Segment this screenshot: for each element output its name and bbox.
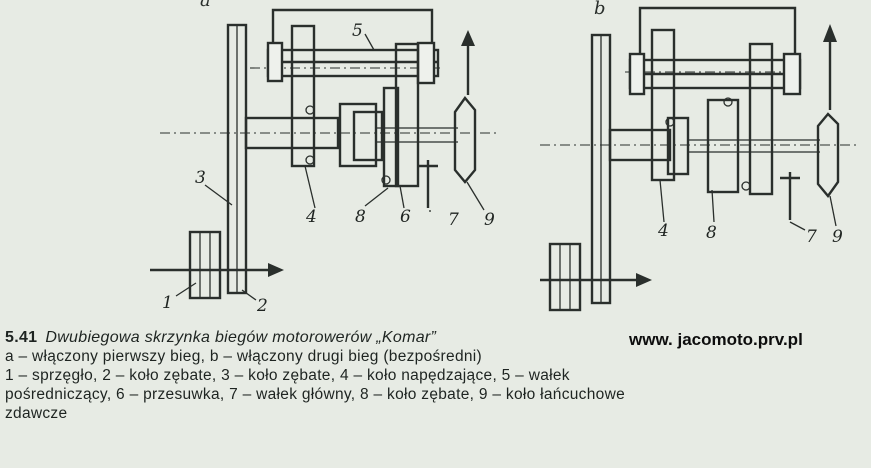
label-1: 1 [162, 293, 173, 313]
label-7-b: 7 [806, 227, 817, 247]
gear-8-bearing [381, 175, 391, 185]
caption-line-3: pośredniczący, 6 – przesuwka, 7 – wałek … [5, 386, 625, 403]
gear-8-b [706, 98, 740, 194]
main-shaft-hub-b [608, 128, 672, 162]
leader-8 [364, 187, 389, 207]
shift-collar-6 [338, 102, 378, 168]
label-4-b: 4 [657, 221, 669, 241]
leader-1 [175, 282, 197, 297]
gear-8-bearing-b2 [741, 181, 751, 191]
panel-a-label: a [200, 0, 211, 11]
input-arrow-icon [268, 263, 284, 277]
sprocket-9-b [816, 112, 840, 198]
leader-4-b [659, 179, 665, 223]
gearbox-diagram: a [150, 0, 858, 316]
gear-8 [382, 86, 400, 188]
label-3: 3 [195, 168, 206, 188]
label-9-b: 9 [832, 227, 843, 247]
shift-linkage-b [638, 6, 797, 60]
sprocket-9 [453, 96, 477, 184]
watermark-url: www. jacomoto.prv.pl [629, 330, 803, 349]
input-arrow-icon-b [636, 273, 652, 287]
label-2: 2 [256, 296, 268, 316]
leader-7-b [789, 221, 806, 231]
leader-2 [241, 289, 257, 301]
leader-9-b [829, 195, 837, 227]
label-5: 5 [352, 21, 363, 41]
panel-b: b 4 8 7 [540, 0, 858, 312]
panel-b-label: b [594, 0, 606, 19]
label-4: 4 [305, 207, 317, 227]
shift-linkage [271, 8, 434, 48]
caption-line-2: 1 – sprzęgło, 2 – koło zębate, 3 – koło … [5, 367, 570, 384]
output-arrow-icon-b [823, 24, 837, 42]
main-shaft-hub [244, 116, 340, 150]
leader-3 [204, 184, 233, 206]
shift-collar-inner [352, 110, 384, 162]
figure-number: 5.41 [5, 329, 38, 346]
shift-collar-b [666, 116, 690, 176]
leader-9 [466, 181, 485, 211]
caption-line-4: zdawcze [5, 405, 68, 422]
output-arrow-icon [461, 30, 475, 46]
caption-title-line: 5.41 Dwubiegowa skrzynka biegów motorower… [5, 328, 867, 347]
gear-4-bearing [305, 105, 315, 115]
label-7: 7 [448, 210, 459, 230]
countershaft-bearing-right [416, 41, 436, 85]
figure-caption: 5.41 Dwubiegowa skrzynka biegów motorower… [5, 328, 867, 423]
leader-4 [304, 165, 316, 209]
caption-line-1: a – włączony pierwszy bieg, b – włączony… [5, 348, 482, 365]
leader-5 [364, 33, 375, 51]
figure-title: Dwubiegowa skrzynka biegów motorowerów „… [45, 329, 437, 346]
gear-4-bearing-2 [305, 155, 315, 165]
leader-8-b [711, 189, 715, 223]
gear-4-b [650, 28, 676, 182]
countershaft-bearing-left [266, 41, 284, 83]
label-9: 9 [484, 210, 495, 230]
gear-8-bearing-b [723, 97, 733, 107]
panel-a: a [150, 0, 500, 316]
gear-6 [394, 42, 420, 188]
countershaft-bearing-right-b [782, 52, 802, 96]
label-8-b: 8 [706, 223, 717, 243]
label-6: 6 [400, 207, 411, 227]
leader-6 [399, 185, 405, 209]
clutch-1 [188, 230, 222, 300]
label-8: 8 [355, 207, 366, 227]
countershaft-bearing-left-b [628, 52, 646, 96]
clutch-1-b [548, 242, 582, 312]
gear-6-b [748, 42, 774, 196]
gear-4 [290, 24, 316, 168]
